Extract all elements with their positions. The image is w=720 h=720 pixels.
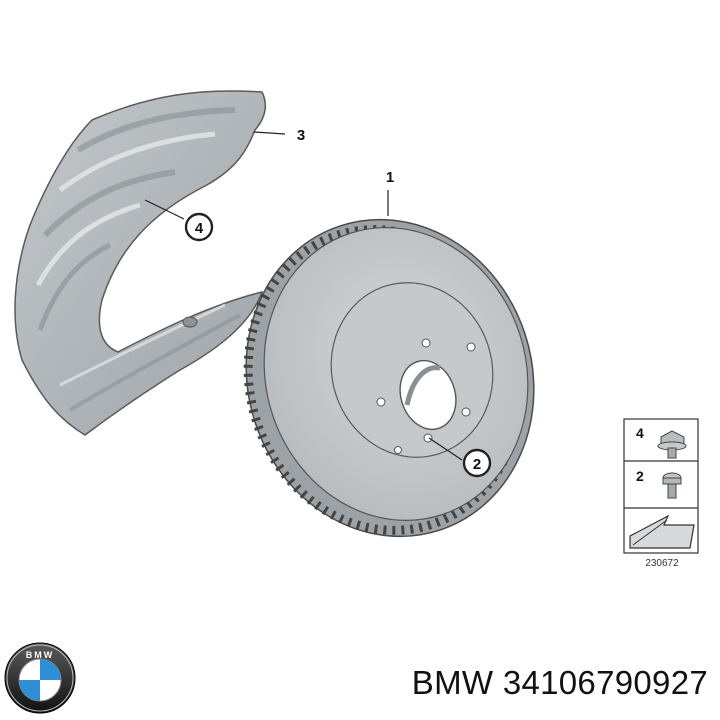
shield-mount-hole: [182, 316, 198, 328]
leader-lines: [144, 131, 463, 461]
part-caption: BMW 34106790927: [412, 664, 708, 702]
disc-bolt-hole: [423, 433, 433, 443]
shield-rib: [68, 313, 241, 412]
disc-bolt-hole: [466, 342, 476, 352]
disc-center-bore: [399, 359, 457, 431]
callout-circle: [462, 448, 492, 478]
flange-bolt-icon: [657, 430, 687, 459]
shield-rib: [35, 202, 141, 287]
callout-4: 4: [184, 212, 214, 242]
caption-part-number: 34106790927: [502, 664, 708, 701]
logo-quadrant: [19, 680, 40, 701]
shield-rib: [59, 303, 226, 387]
legend-bolt-number: 4: [636, 425, 644, 441]
callout-circle: [184, 212, 214, 242]
disc-bolt-hole: [376, 397, 386, 407]
brake-disc: [243, 218, 535, 538]
callout-2-label: 2: [473, 456, 481, 473]
logo-text: BMW: [26, 650, 55, 660]
brake-shield: [14, 90, 267, 436]
logo-quadrant: [40, 659, 61, 680]
disc-bore-shadow: [404, 365, 441, 406]
diagram-id: 230672: [645, 558, 679, 569]
hardware-legend: 4 2 230672: [623, 418, 699, 569]
shield-rib: [37, 242, 112, 331]
shield-rib: [42, 169, 176, 238]
disc-bolt-hole: [421, 338, 431, 348]
shield-rib: [58, 131, 216, 193]
callout-1-label: 1: [386, 169, 394, 186]
bmw-logo: BMW: [4, 642, 76, 714]
callout-3-label: 3: [297, 127, 305, 144]
disc-screw-hole: [394, 446, 402, 454]
callout-2: 2: [462, 448, 492, 478]
caption-brand: BMW: [411, 664, 494, 701]
legend-screw-number: 2: [636, 468, 644, 484]
arrow-icon: [629, 514, 695, 549]
shield-rib: [76, 107, 236, 153]
screw-icon: [662, 472, 682, 499]
disc-bolt-hole: [461, 407, 471, 417]
callout-4-label: 4: [195, 220, 204, 237]
